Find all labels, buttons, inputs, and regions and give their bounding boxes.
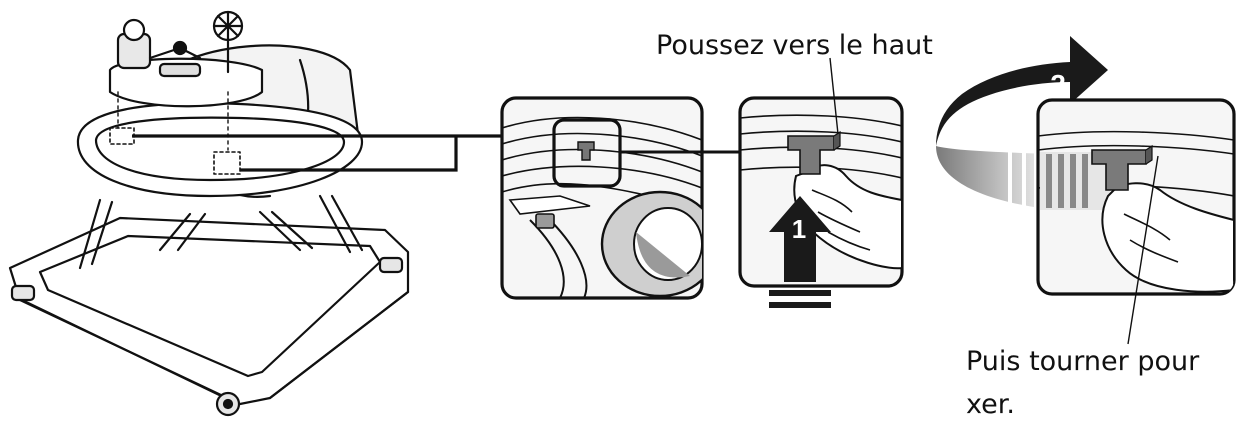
leader-lines	[132, 134, 502, 172]
then-turn-label-continued: xer.	[966, 389, 1015, 420]
step-2-number: 2	[1050, 69, 1066, 100]
detail-panel-clip	[500, 96, 704, 300]
walker-leg	[318, 194, 352, 254]
walker-leg	[258, 210, 302, 252]
wheel	[10, 284, 36, 302]
step-1-arrow: 1	[769, 196, 831, 308]
then-turn-label: Puis tourner pour	[966, 346, 1200, 377]
walker-leg	[158, 212, 192, 252]
walker-leg	[78, 198, 102, 270]
step-2-rotate-arrow: 2	[936, 36, 1108, 210]
detail-panel-push	[738, 57, 904, 288]
wheel	[378, 256, 404, 274]
clip-part	[577, 141, 595, 161]
push-up-label: Poussez vers le haut	[656, 30, 933, 61]
step-1-number: 1	[792, 214, 806, 244]
clip-location-marker	[213, 151, 241, 175]
detail-panel-turn	[1036, 98, 1236, 345]
baby-walker-illustration	[8, 10, 410, 417]
